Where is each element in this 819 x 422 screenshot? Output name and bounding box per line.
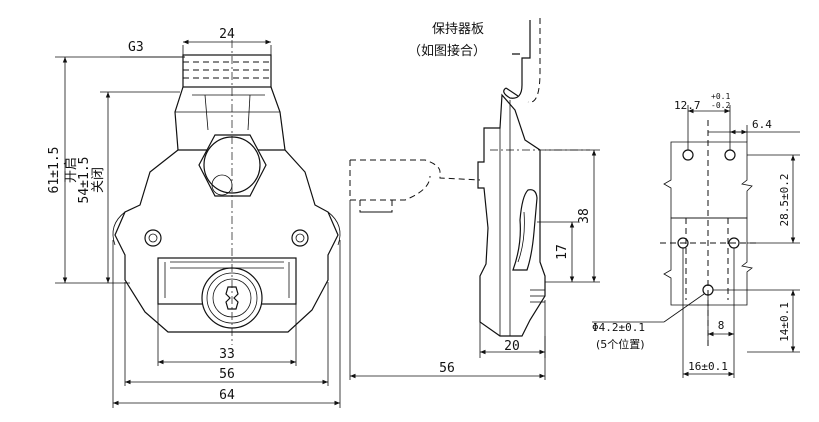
plate-upper-region	[663, 141, 753, 219]
dim-24: 24	[219, 27, 235, 42]
dim-16: 16±0.1	[688, 360, 728, 373]
dim-side-56: 56	[439, 361, 455, 376]
label-open: 开启	[64, 157, 79, 183]
dim-56: 56	[219, 367, 235, 382]
dim-6-4: 6.4	[752, 118, 772, 131]
hole-count: (5个位置)	[596, 337, 645, 351]
front-view	[112, 40, 341, 345]
dim-54: 54±1.5	[77, 157, 92, 204]
dim-20: 20	[504, 339, 520, 354]
dim-33: 33	[219, 347, 235, 362]
dim-tol-plus: +0.1	[711, 92, 730, 101]
plate-dimensions: 12.7 +0.1 -0.2 6.4 28.5±0.2 14±0.1 8 16±…	[592, 92, 800, 378]
mount-plate	[660, 120, 760, 350]
side-view	[349, 18, 590, 337]
dim-64: 64	[219, 388, 235, 403]
front-dimensions: 24 G3 61±1.5 开启 54±1.5 关闭 33 56 64	[47, 27, 341, 408]
dim-17: 17	[555, 244, 570, 260]
plate-note: （如图接合）	[408, 43, 486, 59]
thread-g3: G3	[128, 40, 144, 55]
dim-tol-minus: -0.2	[711, 101, 730, 110]
plate-label: 保持器板	[432, 22, 484, 37]
dim-28-5: 28.5±0.2	[778, 174, 791, 227]
dim-12-7: 12.7	[674, 99, 701, 112]
dim-8: 8	[718, 319, 725, 332]
label-closed: 关闭	[91, 167, 106, 193]
side-dimensions: 保持器板 （如图接合） 56 20 38 17	[349, 22, 600, 380]
dim-61: 61±1.5	[47, 147, 62, 194]
plate-lower-region	[663, 217, 753, 306]
hole-spec: Φ4.2±0.1	[592, 321, 645, 334]
dim-38: 38	[577, 208, 592, 224]
dim-14: 14±0.1	[778, 302, 791, 342]
